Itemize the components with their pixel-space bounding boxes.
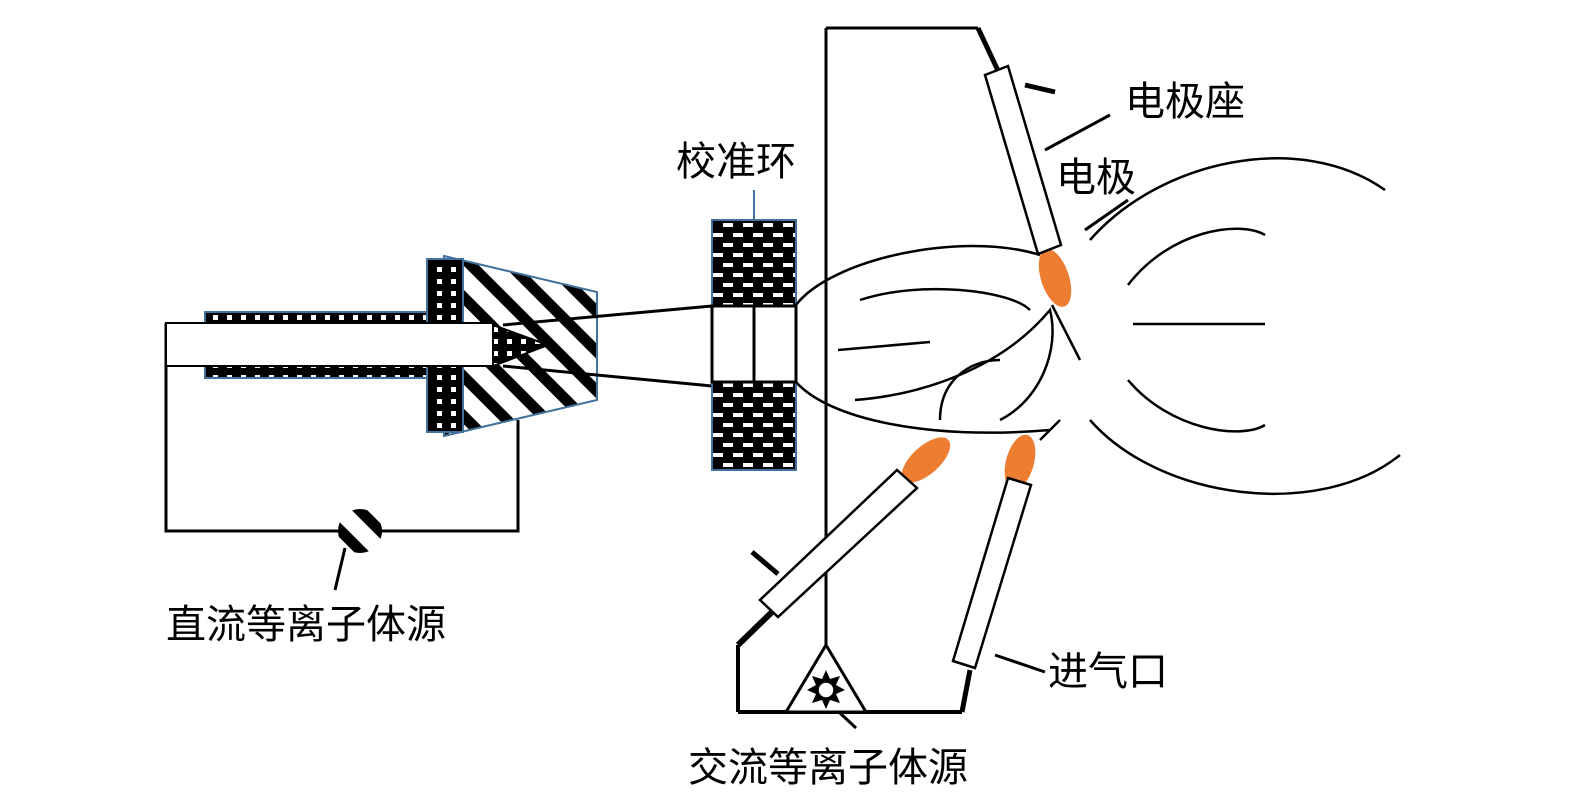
dc-plasma-jet bbox=[502, 304, 713, 388]
label-gas-inlet: 进气口 bbox=[1048, 649, 1168, 695]
ac-frame bbox=[735, 26, 1056, 714]
electrode-lower-left bbox=[758, 437, 951, 619]
plasma-plume bbox=[795, 244, 1082, 441]
dc-power-symbol bbox=[333, 509, 382, 591]
label-ac-plasma-source: 交流等离子体源 bbox=[688, 745, 968, 791]
label-electrode-holder: 电极座 bbox=[1125, 79, 1245, 125]
dc-circuit bbox=[164, 323, 520, 533]
label-electrode: 电极 bbox=[1056, 155, 1136, 201]
electrode-lower-right bbox=[951, 434, 1036, 670]
electrode-top bbox=[983, 64, 1072, 307]
label-dc-plasma-source: 直流等离子体源 bbox=[166, 602, 446, 648]
field-arcs bbox=[1089, 157, 1401, 496]
dc-cathode-tip bbox=[492, 323, 551, 368]
ac-source-icon bbox=[783, 642, 869, 714]
label-calibration-ring: 校准环 bbox=[676, 139, 796, 185]
